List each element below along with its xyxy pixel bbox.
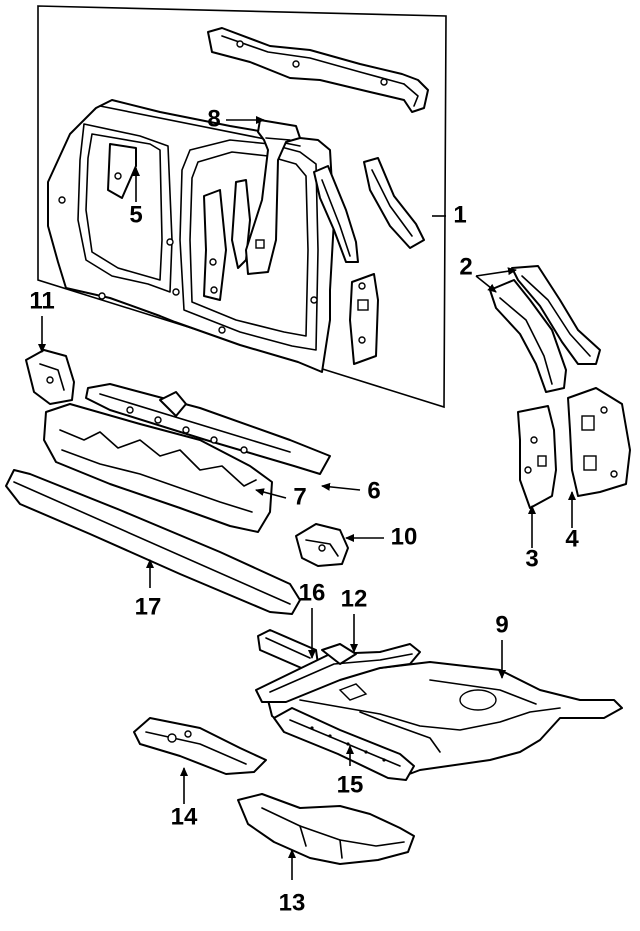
door-pillar-assembly <box>489 265 601 393</box>
callout-1: 1 <box>453 201 466 228</box>
hinge-pillar-plate <box>349 273 379 365</box>
leader-6 <box>321 482 361 491</box>
rocker-reinforcement <box>43 403 273 533</box>
leader-2b <box>475 275 497 293</box>
callout-7: 7 <box>293 483 306 510</box>
callout-5: 5 <box>129 201 142 228</box>
front-seat-crossmember <box>255 643 421 703</box>
callout-9: 9 <box>495 611 508 638</box>
corner-bracket <box>25 349 75 405</box>
callout-3: 3 <box>525 545 538 572</box>
center-post <box>245 119 301 275</box>
callout-13: 13 <box>279 889 306 916</box>
callout-15: 15 <box>337 771 364 798</box>
floor-support-rail <box>133 717 267 775</box>
assembly-group-box <box>37 5 447 409</box>
callout-8: 8 <box>207 105 220 132</box>
callout-14: 14 <box>171 803 198 830</box>
roof-rail <box>207 27 429 113</box>
callout-10: 10 <box>391 523 418 550</box>
leader-7 <box>255 488 287 499</box>
callout-6: 6 <box>367 477 380 504</box>
rear-seat-crossmember <box>273 707 415 781</box>
rocker-outer-panel <box>5 469 301 615</box>
lower-pillar-left <box>517 405 557 509</box>
callout-4: 4 <box>565 525 579 552</box>
callout-2: 2 <box>459 253 472 280</box>
lower-pillar-right <box>567 387 631 497</box>
small-bracket <box>295 523 349 567</box>
callout-17: 17 <box>135 593 162 620</box>
callout-12: 12 <box>341 585 368 612</box>
callout-16: 16 <box>299 579 326 606</box>
rocker-inner-panel <box>85 383 331 475</box>
leader-2a <box>475 267 517 277</box>
underbody-shield <box>237 793 415 865</box>
lock-pillar-left <box>313 165 359 263</box>
lock-pillar-right <box>363 157 425 249</box>
callout-11: 11 <box>29 287 54 314</box>
